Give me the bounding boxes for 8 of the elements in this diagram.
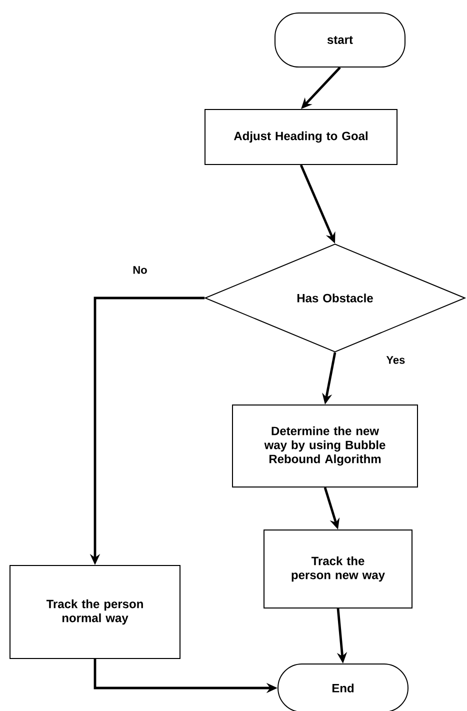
process-box: Adjust Heading to Goal xyxy=(204,109,398,165)
terminal-box: End xyxy=(278,664,408,711)
process-box: Determine the new way by using Bubble Rebound Algorithm xyxy=(232,404,418,488)
process-box: Track the person new way xyxy=(264,530,412,608)
process-box: Track the person normal way xyxy=(10,565,180,659)
edge-label: No xyxy=(132,265,148,275)
terminal-box: start xyxy=(274,12,406,68)
edge-label: Yes xyxy=(385,355,406,365)
